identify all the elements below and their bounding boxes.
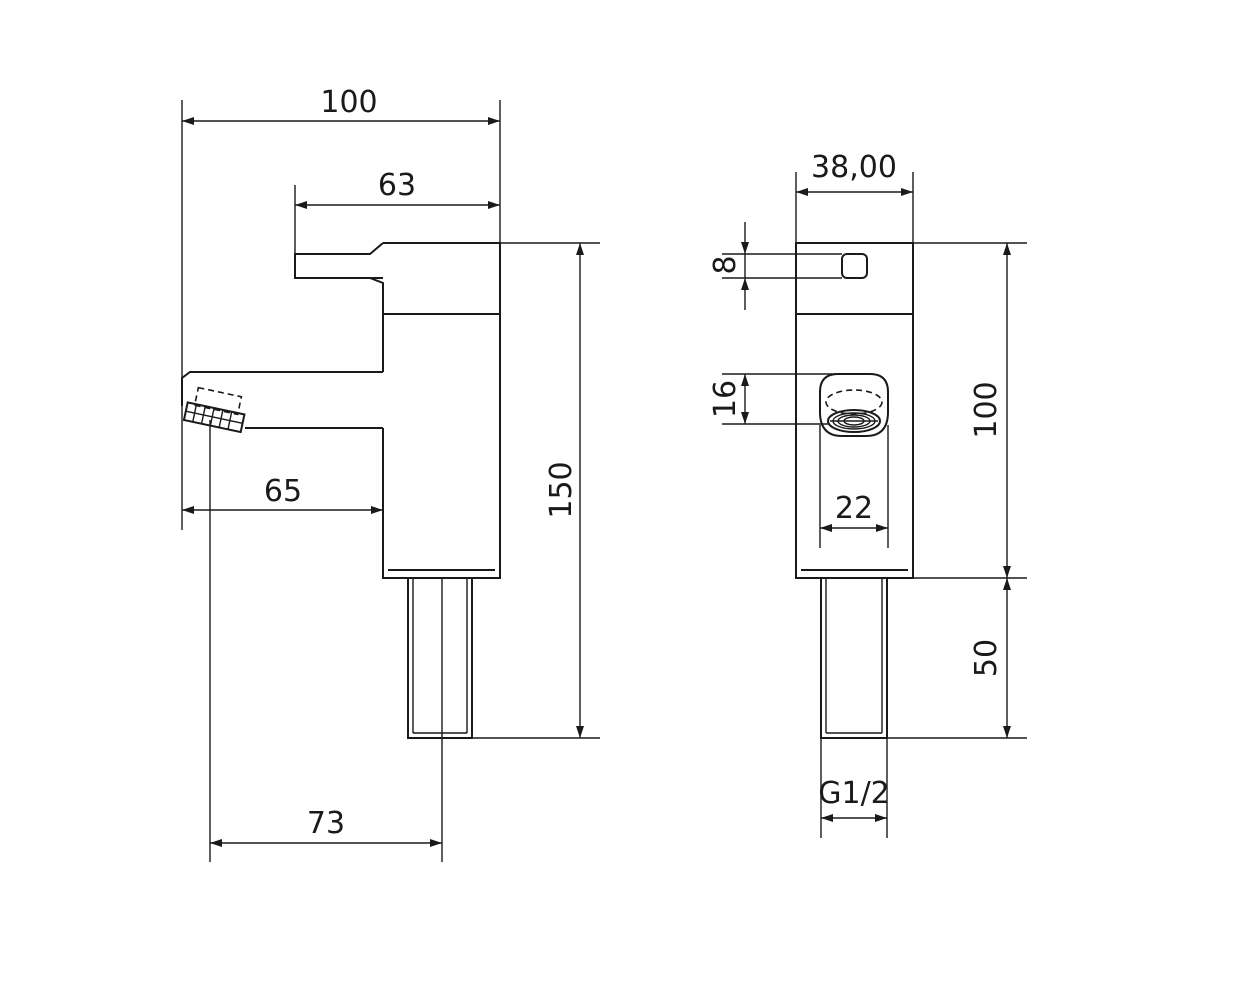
dim-text-inlet-offset: 73 [307, 806, 345, 841]
dim-text-aerator-height: 16 [708, 380, 743, 418]
side-aerator [182, 401, 246, 434]
side-body-upper-left [369, 277, 384, 372]
side-tail-pipe [407, 578, 473, 739]
dim-text-body-width: 38,00 [811, 150, 897, 185]
front-lever-slot [841, 253, 868, 279]
dim-text-spout-reach: 65 [264, 474, 302, 509]
dim-text-aerator-width: 22 [835, 491, 873, 526]
dim-text-body-height: 100 [969, 381, 1004, 438]
side-spout [181, 371, 383, 406]
front-aerator-housing [819, 373, 889, 437]
side-aerator-hidden [193, 386, 243, 416]
front-view: 38,00 8 16 22 100 50 G1/2 [708, 150, 1027, 838]
front-aerator-mesh [827, 409, 881, 433]
side-view: 100 63 65 73 150 [181, 85, 600, 862]
side-body-outline [382, 242, 501, 579]
front-tail-pipe [820, 578, 888, 739]
dim-text-thread: G1/2 [818, 776, 890, 811]
side-lever [294, 242, 384, 279]
front-aerator-hidden [825, 389, 883, 415]
front-body-outline [795, 242, 914, 579]
dim-text-tail-length: 50 [969, 639, 1004, 677]
dim-text-overall-width: 100 [320, 85, 377, 120]
dim-text-overall-height: 150 [544, 461, 579, 518]
dim-text-lever-width: 63 [378, 168, 416, 203]
dim-text-lever-slot: 8 [708, 255, 743, 274]
